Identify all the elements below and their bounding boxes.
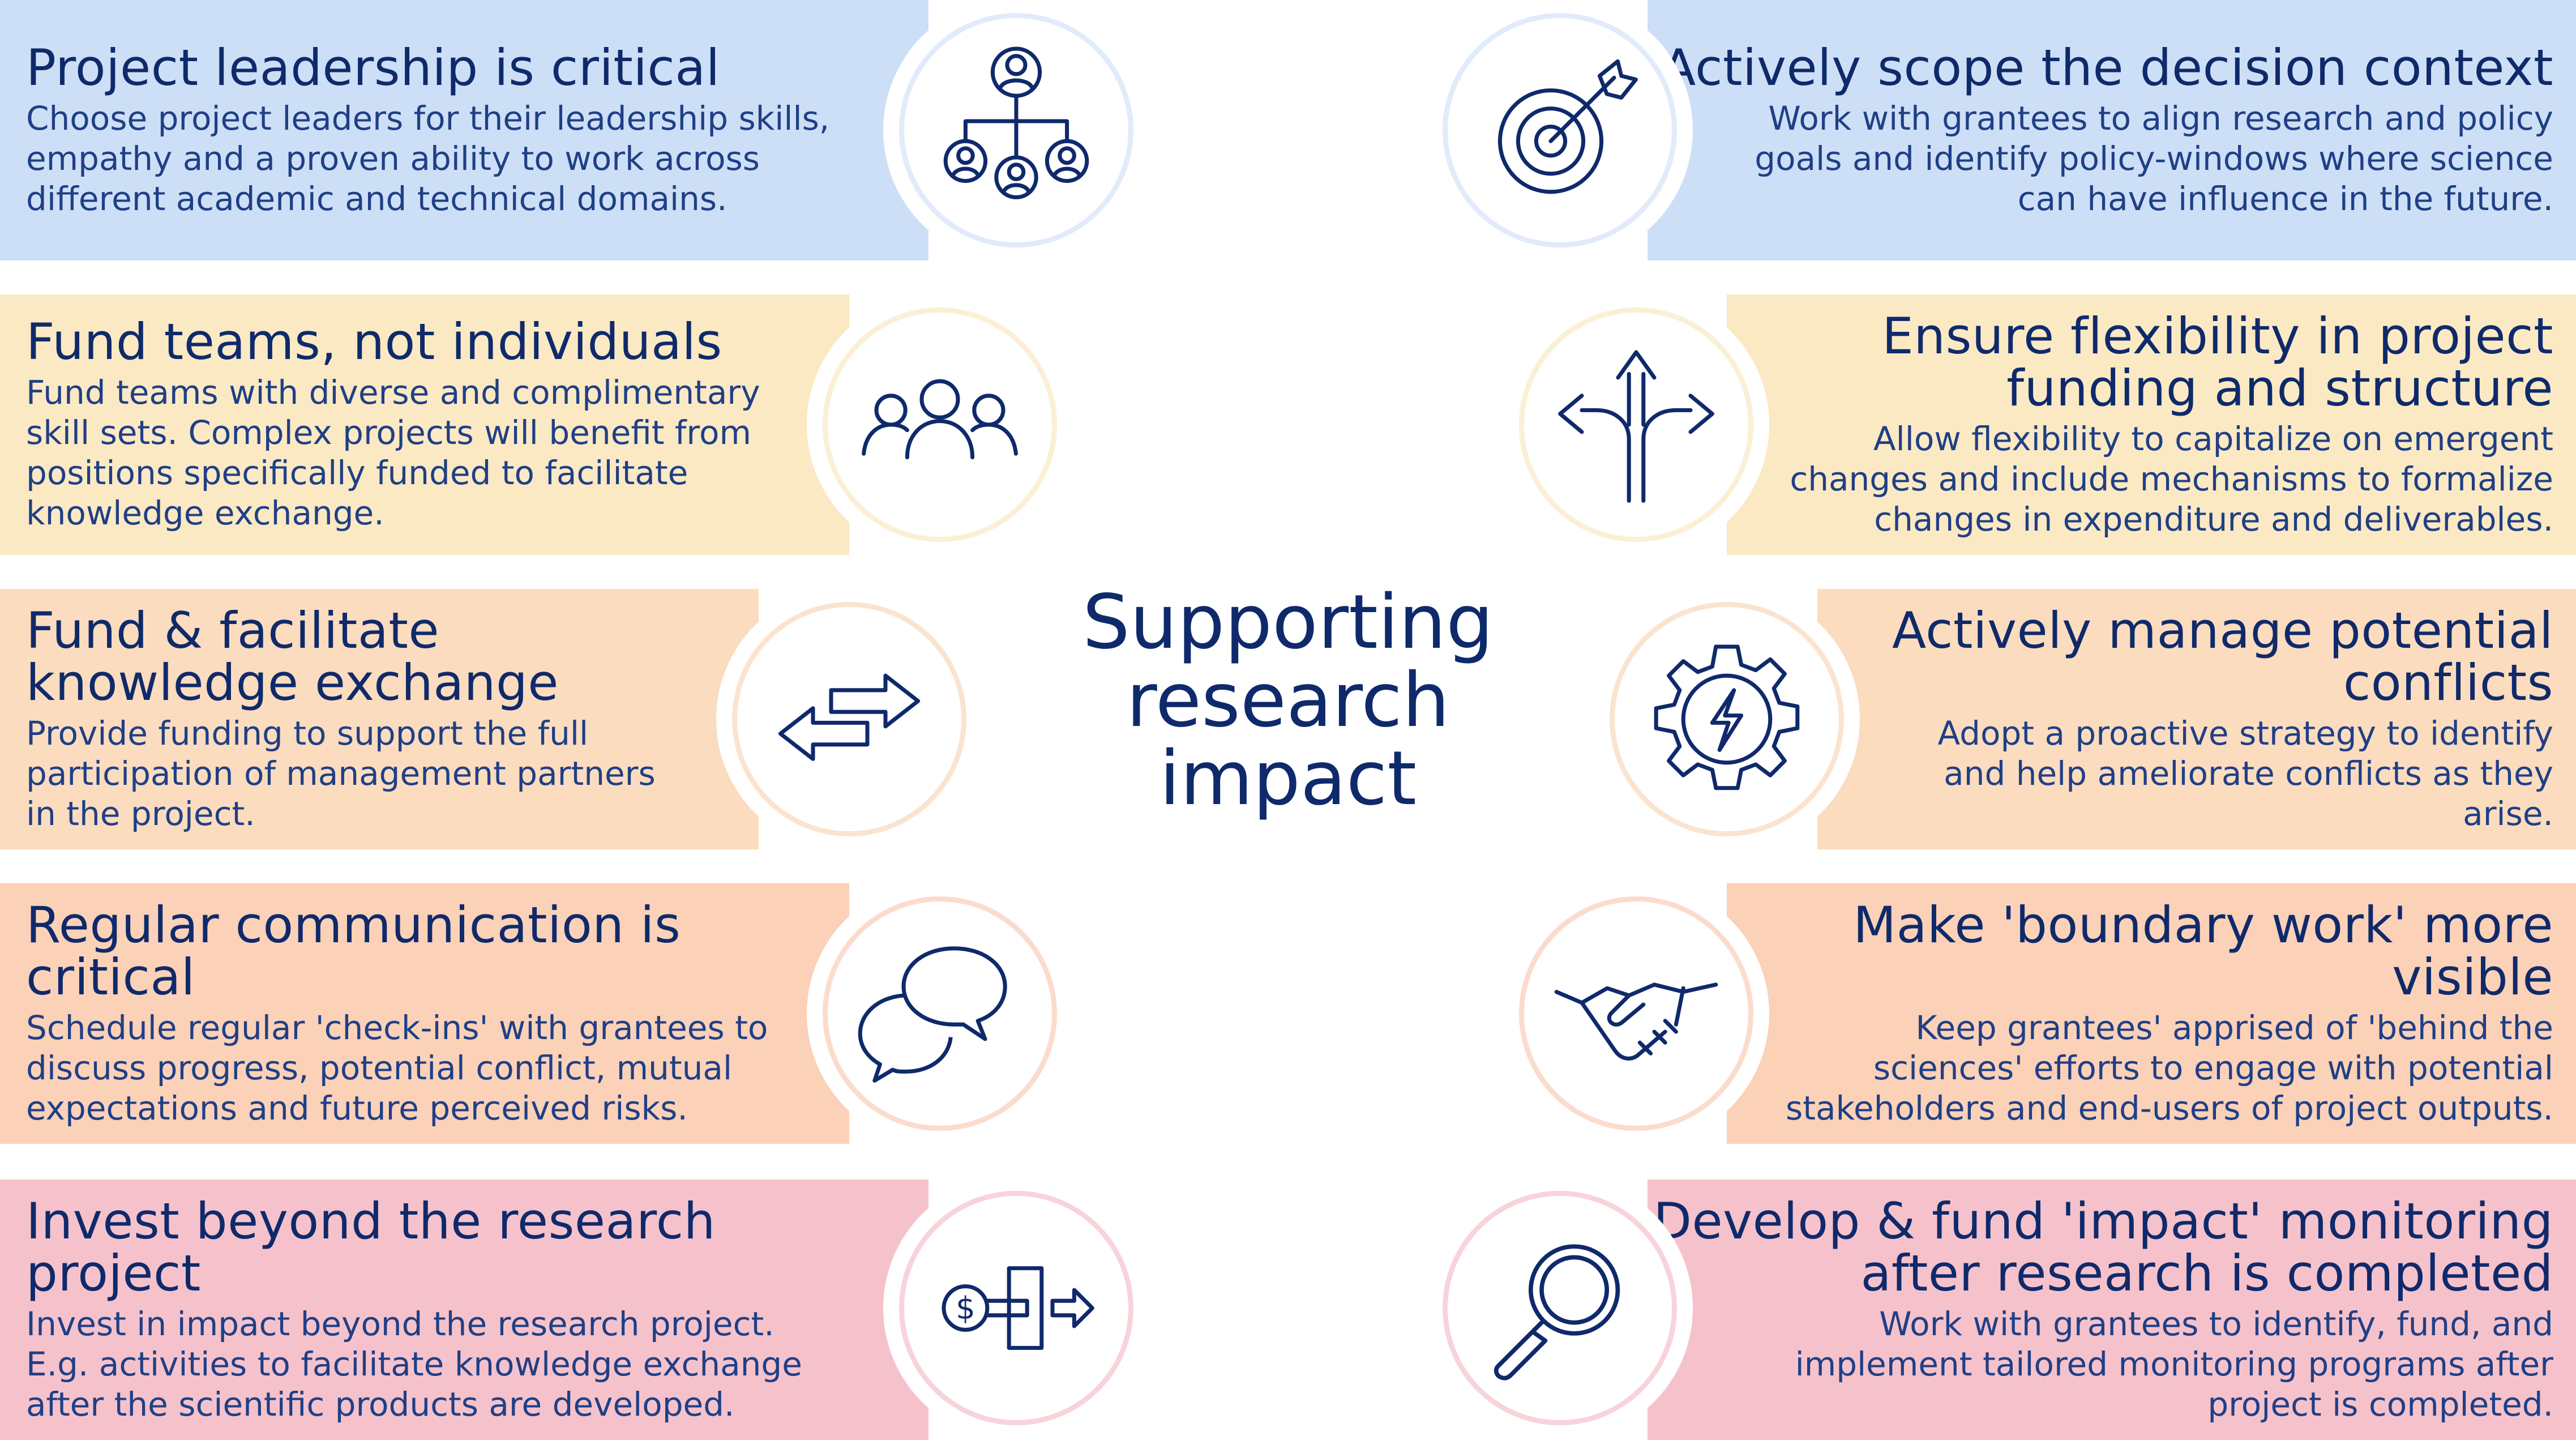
exchange-arrows-icon xyxy=(778,673,921,761)
magnifier-icon xyxy=(1494,1244,1620,1381)
split-arrows-icon xyxy=(1558,350,1714,503)
icon-disc xyxy=(1427,0,1693,263)
group-people-icon xyxy=(862,379,1018,460)
right-band-1: Actively scope the decision context Work… xyxy=(1648,0,2576,260)
icon-disc xyxy=(883,0,1149,263)
card-description: Work with grantees to align research and… xyxy=(1755,99,2553,218)
card-description: Allow flexibility to capitalize on emerg… xyxy=(1790,419,2553,539)
card-description: Fund teams with diverse and complimentar… xyxy=(26,373,760,532)
left-band-1: Project leadership is critical Choose pr… xyxy=(0,0,928,260)
icon-disc: $ xyxy=(883,1175,1149,1440)
card-title: Actively scope the decision context xyxy=(1661,38,2553,97)
icon-disc xyxy=(807,881,1073,1147)
center-title: Supporting research impact xyxy=(1082,579,1494,822)
icon-disc xyxy=(1594,586,1860,852)
money-transfer-icon: $ xyxy=(942,1266,1094,1350)
card-title: Project leadership is critical xyxy=(26,38,720,97)
icon-disc xyxy=(1503,881,1769,1147)
speech-bubbles-icon xyxy=(858,946,1007,1083)
card-description: Schedule regular 'check-ins' with grante… xyxy=(26,1008,768,1127)
icon-disc xyxy=(807,292,1073,558)
left-band-2: Fund teams, not individuals Fund teams w… xyxy=(0,294,849,555)
card-title: Fund teams, not individuals xyxy=(26,313,722,371)
icon-disc xyxy=(1427,1175,1693,1440)
icon-disc xyxy=(1503,292,1769,558)
svg-text:$: $ xyxy=(956,1291,975,1326)
card-description: Choose project leaders for their leaders… xyxy=(26,99,830,218)
target-arrow-icon xyxy=(1497,59,1638,194)
card-description: Work with grantees to identify, fund, an… xyxy=(1795,1304,2553,1424)
handshake-icon xyxy=(1554,982,1718,1061)
team-leader-icon xyxy=(943,46,1089,199)
gear-lightning-icon xyxy=(1654,644,1800,790)
icon-disc xyxy=(716,586,982,852)
card-description: Invest in impact beyond the research pro… xyxy=(26,1304,802,1424)
